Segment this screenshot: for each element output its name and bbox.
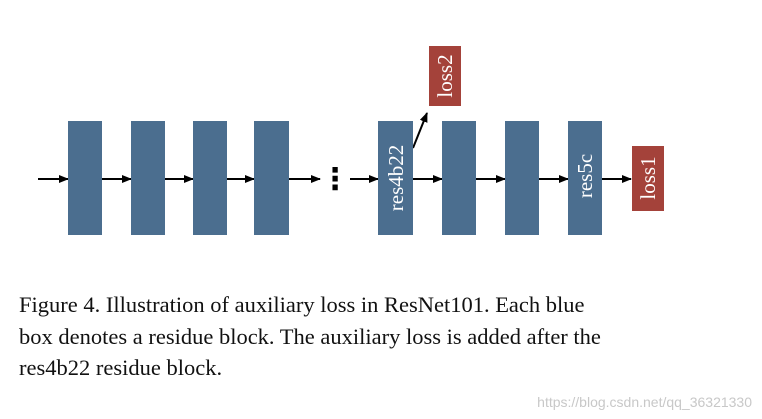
main-loss-box xyxy=(632,146,664,211)
res4b22-label: res4b22 xyxy=(384,145,408,212)
arrow-res4b22-loss2 xyxy=(412,112,428,149)
residual-block-2 xyxy=(131,121,165,235)
residual-block-7 xyxy=(505,121,539,235)
residual-block-res5c xyxy=(568,121,602,235)
main-loss-label: loss1 xyxy=(636,156,660,199)
figure-caption: Figure 4. Illustration of auxiliary loss… xyxy=(19,289,719,384)
network-diagram: res4b22 res5c ⋮ loss2 loss1 xyxy=(38,46,664,235)
residual-block-res4b22 xyxy=(378,121,413,235)
ellipsis: ⋮ xyxy=(320,162,350,197)
caption-line-2: box denotes a residue block. The auxilia… xyxy=(19,323,601,349)
residual-block-4 xyxy=(254,121,289,235)
residual-block-6 xyxy=(442,121,476,235)
aux-loss-box xyxy=(429,46,461,106)
caption-line-3: res4b22 residue block. xyxy=(19,355,223,380)
caption-line-1: Figure 4. Illustration of auxiliary loss… xyxy=(19,292,585,317)
aux-loss-label: loss2 xyxy=(433,54,457,97)
residual-block-3 xyxy=(193,121,227,235)
res5c-label: res5c xyxy=(573,154,597,198)
residual-block-1 xyxy=(68,121,102,235)
watermark-text: https://blog.csdn.net/qq_36321330 xyxy=(537,394,752,410)
